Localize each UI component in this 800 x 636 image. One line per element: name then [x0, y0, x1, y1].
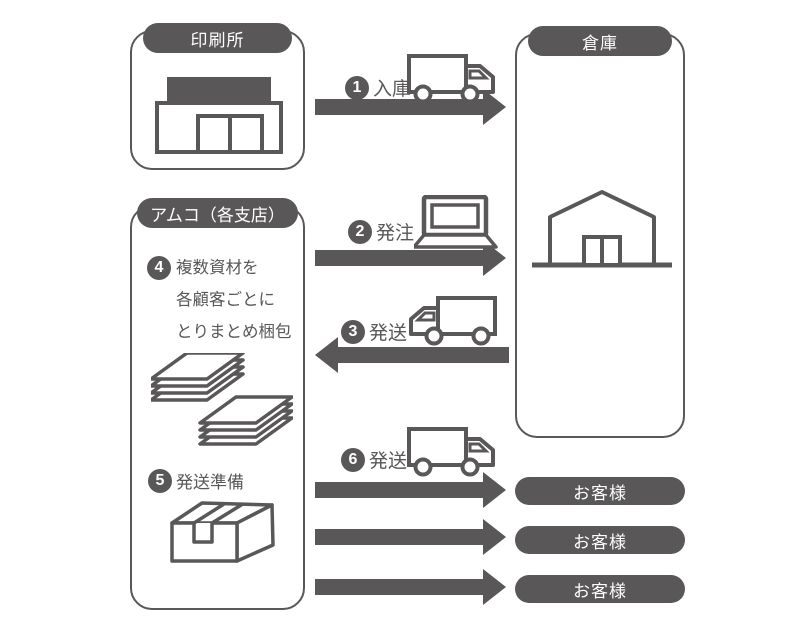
step2-text: 発注 [376, 223, 415, 244]
amco-branch-label: アムコ（各支店） [137, 198, 298, 228]
step3-text: 発送 [369, 323, 408, 344]
arrow-shaft [315, 482, 485, 498]
flow-label-inbound: 1 入庫 [345, 74, 411, 101]
arrow-dispatch-to-amco [315, 337, 509, 373]
flow-label-dispatch: 3 発送 [341, 318, 407, 345]
arrow-head [315, 337, 338, 373]
arrow-ship-customer-1 [315, 472, 506, 508]
amco-branch-box: アムコ（各支店） 4 複数資材を 各顧客ごとに とりまとめ梱包 [130, 198, 305, 610]
step3-number-badge: 3 [341, 319, 365, 344]
arrow-ship-customer-3 [315, 569, 506, 605]
step1-number-badge: 1 [345, 75, 369, 100]
laptop-icon [414, 195, 498, 249]
customer-pill: お客様 [515, 575, 685, 603]
arrow-ship-customer-2 [315, 519, 506, 555]
step5-text: 発送準備 [176, 473, 244, 492]
warehouse-icon [532, 190, 672, 268]
step4-number-badge: 4 [147, 256, 171, 280]
printing-office-box: 印刷所 [130, 23, 305, 170]
arrow-head [483, 519, 506, 555]
arrow-head [483, 472, 506, 508]
arrow-order [315, 240, 506, 276]
step2-number-badge: 2 [348, 219, 372, 244]
carton-box-icon [170, 501, 275, 563]
step5-number-badge: 5 [148, 468, 172, 493]
arrow-shaft [336, 347, 509, 363]
warehouse-label: 倉庫 [528, 26, 672, 56]
truck-icon [407, 54, 495, 104]
flow-label-ship: 6 発送 [341, 446, 407, 473]
step5-ship-preparation: 5 発送準備 [148, 468, 244, 493]
step6-number-badge: 6 [341, 447, 365, 472]
arrow-shaft [315, 99, 485, 115]
warehouse-box: 倉庫 [515, 26, 685, 438]
step6-text: 発送 [369, 451, 408, 472]
step4-pack-per-customer: 4 複数資材を 各顧客ごとに とりまとめ梱包 [147, 256, 292, 348]
arrow-head [483, 569, 506, 605]
step1-text: 入庫 [373, 79, 412, 100]
paper-stack-icon [151, 353, 293, 446]
customer-pill: お客様 [515, 477, 685, 505]
truck-icon [407, 427, 495, 477]
arrow-shaft [315, 529, 485, 545]
customer-pill: お客様 [515, 526, 685, 554]
arrow-shaft [315, 250, 485, 266]
arrow-head [483, 89, 506, 125]
step4-text: 複数資材を 各顧客ごとに とりまとめ梱包 [176, 259, 292, 341]
printing-office-label: 印刷所 [143, 23, 292, 53]
arrow-inbound [315, 89, 506, 125]
truck-icon [409, 296, 497, 346]
arrow-shaft [315, 579, 485, 595]
flow-label-order: 2 発注 [348, 218, 414, 245]
arrow-head [483, 240, 506, 276]
store-icon [155, 77, 283, 154]
